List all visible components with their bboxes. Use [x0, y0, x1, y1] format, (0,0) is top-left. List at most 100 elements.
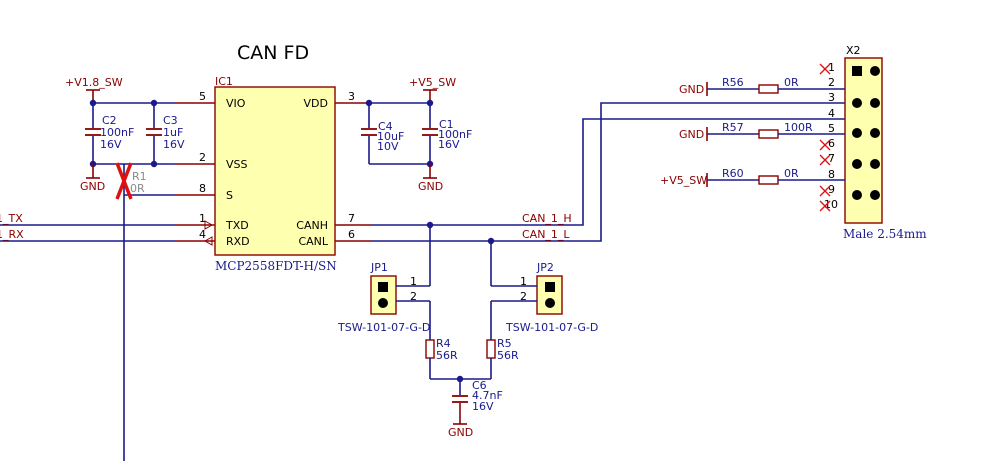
- x2-body[interactable]: [844, 57, 883, 224]
- power-v5b-label: +V5_SW: [660, 174, 707, 187]
- r56-body[interactable]: [758, 84, 779, 94]
- r1-dnp-cross-icon: [115, 162, 133, 200]
- x2-pin-dot: [870, 66, 880, 76]
- schematic-title: CAN FD: [237, 42, 309, 64]
- jp2-pin1-square: [545, 282, 555, 292]
- gnd-c6-label: GND: [448, 426, 473, 439]
- x2-pin-3-num: 3: [828, 91, 835, 104]
- ic1-pin-vss-num: 2: [199, 151, 206, 164]
- ic1-pin-txd-name: TXD: [225, 219, 249, 232]
- ic1-pin-vio-name: VIO: [226, 97, 246, 110]
- ic1-pin-canh-name: CANH: [296, 219, 328, 232]
- ic1-pin-txd-num: 1: [199, 212, 206, 225]
- r4-body[interactable]: [425, 339, 435, 359]
- ic1-pin-vss-name: VSS: [226, 158, 248, 171]
- x2-pin-dot: [852, 159, 862, 169]
- jp1-pin1-num: 1: [410, 275, 417, 288]
- c1-rating: 16V: [438, 138, 460, 151]
- x2-pin-7-num: 7: [828, 152, 835, 165]
- x2-pin-dot: [870, 98, 880, 108]
- jp2-ref: JP2: [536, 261, 554, 274]
- x2-pin-9-num: 9: [828, 183, 835, 196]
- r1-value: 0R: [130, 182, 145, 195]
- gnd-left-label: GND: [80, 180, 105, 193]
- ic1-pin-canl-num: 6: [348, 228, 355, 241]
- x2-pin-dot: [852, 128, 862, 138]
- ic1-pin-canl-name: CANL: [298, 235, 328, 248]
- c4-rating: 10V: [377, 140, 399, 153]
- ic1-pin-rxd-num: 4: [199, 228, 206, 241]
- ic1-pin-s-name: S: [226, 189, 233, 202]
- net-canl-label: CAN_1_L: [522, 228, 570, 241]
- ic1-body[interactable]: [214, 86, 336, 256]
- net-rx-label: 1_RX: [0, 228, 24, 241]
- x2-pin-2-num: 2: [828, 76, 835, 89]
- x2-pin-grid: [852, 66, 880, 200]
- c6-rating: 16V: [472, 400, 494, 413]
- net-canh-wire[interactable]: [372, 118, 845, 226]
- c2-value: 100nF: [100, 126, 134, 139]
- c4-value: 10uF: [377, 130, 404, 143]
- net-canl-wire[interactable]: [372, 102, 845, 242]
- c6-ref: C6: [472, 379, 487, 392]
- x2-pin-dot: [852, 190, 862, 200]
- r1-ref: R1: [132, 170, 147, 183]
- jp1-pin1-square: [378, 282, 388, 292]
- x2-pin-dot: [870, 190, 880, 200]
- jp1-body[interactable]: [370, 275, 397, 315]
- c3-rating: 16V: [163, 138, 185, 151]
- x2-part: Male 2.54mm: [843, 227, 927, 241]
- x2-pin-8-num: 8: [828, 168, 835, 181]
- x2-pin-dot: [870, 128, 880, 138]
- jp1-part: TSW-101-07-G-D: [337, 321, 430, 334]
- r60-ref: R60: [722, 167, 744, 180]
- no-connect-cross-icon: [819, 63, 831, 75]
- r56-ref: R56: [722, 76, 744, 89]
- txd-input-arrow: [204, 220, 214, 230]
- x2-pin-4-num: 4: [828, 107, 835, 120]
- c3-ref: C3: [163, 114, 178, 127]
- r57-ref: R57: [722, 121, 744, 134]
- jp1-ref: JP1: [370, 261, 388, 274]
- net-canh-label: CAN_1_H: [522, 212, 572, 225]
- x2-pin1-square: [852, 66, 862, 76]
- jp2-pin1-num: 1: [520, 275, 527, 288]
- r57-body[interactable]: [758, 129, 779, 139]
- r60-body[interactable]: [758, 175, 779, 185]
- jp2-body[interactable]: [536, 275, 563, 315]
- r4-value: 56R: [436, 349, 458, 362]
- c1-ref: C1: [439, 118, 454, 131]
- ic1-pin-vio-num: 5: [199, 90, 206, 103]
- jp2-pin2-dot: [545, 298, 555, 308]
- r5-body[interactable]: [486, 339, 496, 359]
- r5-ref: R5: [497, 337, 512, 350]
- jp1-pin2-num: 2: [410, 290, 417, 303]
- c3-value: 1uF: [163, 126, 183, 139]
- x2-pin-6-num: 6: [828, 137, 835, 150]
- r57-value: 100R: [784, 121, 813, 134]
- x2-pin-5-num: 5: [828, 122, 835, 135]
- c6-value: 4.7nF: [472, 389, 503, 402]
- ic1-part: MCP2558FDT-H/SN: [215, 259, 337, 273]
- ic1-ref: IC1: [215, 75, 233, 88]
- x2-pin-1-num: 1: [828, 61, 835, 74]
- jp2-pin2-num: 2: [520, 290, 527, 303]
- power-v5a-label: +V5_SW: [409, 76, 456, 89]
- ic1-pin-s-num: 8: [199, 182, 206, 195]
- c4-ref: C4: [378, 120, 393, 133]
- no-connect-cross-icon: [819, 139, 831, 151]
- ic1-pin-vdd-name: VDD: [304, 97, 328, 110]
- no-connect-cross-icon: [819, 185, 831, 197]
- r5-value: 56R: [497, 349, 519, 362]
- gnd-r57-label: GND: [679, 128, 704, 141]
- c2-ref: C2: [102, 114, 117, 127]
- gnd-r56-label: GND: [679, 83, 704, 96]
- power-v18-label: +V1.8_SW: [65, 76, 123, 89]
- x2-ref: X2: [846, 44, 861, 57]
- ic1-pin-rxd-name: RXD: [226, 235, 250, 248]
- x2-pin-dot: [870, 159, 880, 169]
- no-connect-cross-icon: [819, 154, 831, 166]
- ic1-pin-canh-num: 7: [348, 212, 355, 225]
- c2-rating: 16V: [100, 138, 122, 151]
